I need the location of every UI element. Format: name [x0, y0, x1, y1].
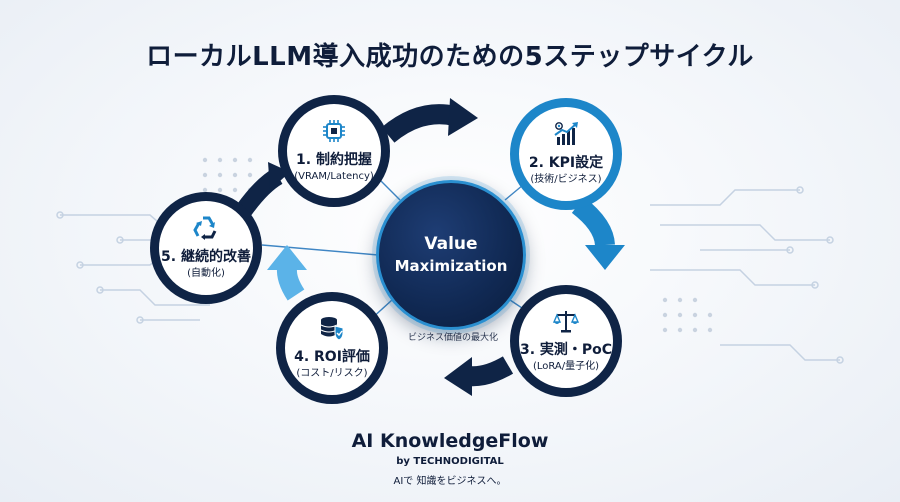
step-2-sub: (技術/ビジネス): [530, 174, 602, 185]
database-shield-icon: [320, 317, 344, 341]
balance-scale-icon: [552, 311, 580, 333]
step-3-circle: 3. 実測・PoC (LoRA/量子化): [510, 285, 622, 397]
step-1-circle: 1. 制約把握 (VRAM/Latency): [278, 95, 390, 207]
page-title: ローカルLLM導入成功のための5ステップサイクル: [146, 42, 754, 72]
step-4-label: 4. ROI評価: [294, 349, 370, 365]
step-2-circle: 2. KPI設定 (技術/ビジネス): [510, 98, 622, 210]
circuit-lines-right: [650, 186, 844, 364]
brand-by: by TECHNODIGITAL: [396, 456, 504, 467]
step-3-sub: (LoRA/量子化): [532, 361, 600, 372]
step-4-sub: (コスト/リスク): [296, 368, 368, 379]
step-2-label: 2. KPI設定: [528, 155, 604, 171]
step-3-label: 3. 実測・PoC: [519, 342, 613, 358]
hub-line-2: Maximization: [394, 257, 508, 275]
step-5-circle: 5. 継続的改善 (自動化): [150, 192, 262, 304]
step-4-circle: 4. ROI評価 (コスト/リスク): [276, 292, 388, 404]
arrow-step5-to-step1: [236, 162, 290, 216]
step-1-label: 1. 制約把握: [296, 152, 372, 168]
hub-caption: ビジネス価値の最大化: [407, 333, 498, 343]
arrow-step4-to-step5: [267, 245, 307, 301]
arrow-step1-to-step2: [381, 98, 478, 143]
growth-chart-icon: [554, 122, 578, 145]
recycle-icon: [193, 216, 217, 240]
step-5-sub: (自動化): [187, 268, 225, 279]
value-maximization-hub: Value Maximization: [376, 180, 526, 330]
step-5-label: 5. 継続的改善: [161, 249, 251, 265]
arrow-step3-to-step4: [444, 356, 514, 396]
step-1-sub: (VRAM/Latency): [294, 171, 374, 182]
arrow-step2-to-step3: [571, 197, 625, 270]
brand-tagline: AIで 知識をビジネスへ。: [393, 476, 507, 487]
dot-grid-right: [662, 297, 713, 333]
brand-name: AI KnowledgeFlow: [351, 430, 549, 452]
cycle-arrows: [236, 98, 625, 396]
cpu-chip-icon: [323, 120, 345, 142]
hub-line-1: Value: [424, 234, 478, 254]
